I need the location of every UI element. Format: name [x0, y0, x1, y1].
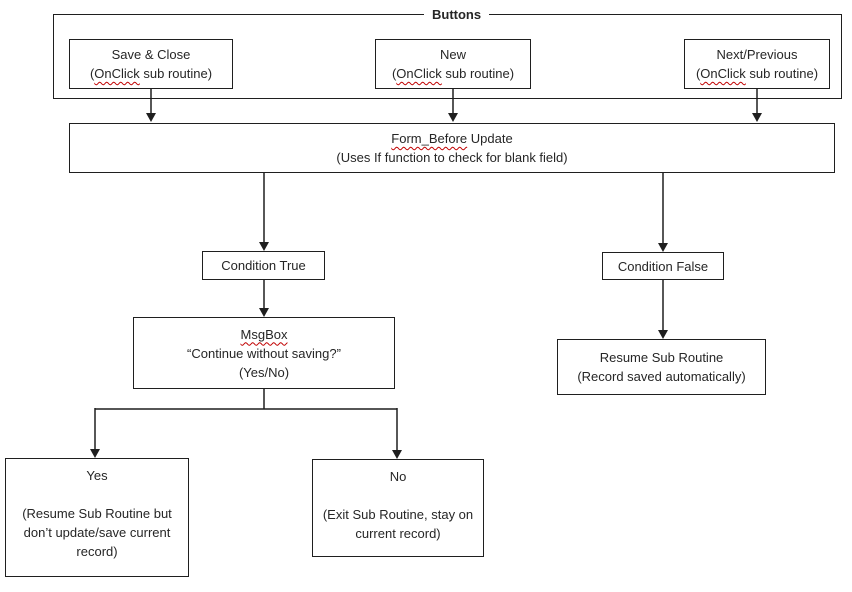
msgbox-question: “Continue without saving?”: [187, 345, 341, 361]
arrow-form-to-condition-true: [259, 173, 269, 251]
misspelled-word: MsgBox: [240, 326, 288, 342]
node-resume-sub-routine: Resume Sub Routine (Record saved automat…: [557, 339, 766, 395]
arrow-condition-false-to-resume: [658, 280, 668, 339]
node-title: Resume Sub Routine: [599, 350, 724, 365]
node-title: No: [389, 469, 407, 484]
misspelled-word: OnClick: [396, 66, 442, 81]
node-no: No (Exit Sub Routine, stay on current re…: [312, 459, 484, 557]
misspelled-word: OnClick: [700, 66, 746, 81]
arrow-form-to-condition-false: [658, 173, 668, 252]
arrow-branch-to-no: [392, 408, 402, 459]
node-title: Save & Close: [111, 47, 191, 62]
node-save-close: Save & Close (OnClick sub routine): [69, 39, 233, 89]
node-title: Yes: [86, 468, 108, 483]
node-next-previous: Next/Previous (OnClick sub routine): [684, 39, 830, 89]
node-subtitle: (Record saved automatically): [577, 369, 746, 384]
arrow-branch-to-yes: [90, 408, 100, 458]
node-subtitle: (Uses If function to check for blank fie…: [336, 150, 568, 165]
node-title: New: [439, 47, 466, 62]
buttons-group-title: Buttons: [424, 5, 490, 24]
node-condition-false: Condition False: [602, 252, 724, 280]
node-body: (Resume Sub Routine but don’t update/sav…: [22, 506, 172, 559]
node-title: Form_Before Update: [391, 131, 513, 146]
node-subtitle: (OnClick sub routine): [695, 66, 819, 81]
node-title: Condition False: [617, 258, 709, 274]
node-msgbox: MsgBox “Continue without saving?” (Yes/N…: [133, 317, 395, 389]
node-form-before-update: Form_Before Update (Uses If function to …: [69, 123, 835, 173]
node-yes: Yes (Resume Sub Routine but don’t update…: [5, 458, 189, 577]
misspelled-word: OnClick: [94, 66, 140, 81]
node-new: New (OnClick sub routine): [375, 39, 531, 89]
node-condition-true: Condition True: [202, 251, 325, 280]
node-subtitle: (OnClick sub routine): [391, 66, 515, 81]
msgbox-options: (Yes/No): [238, 364, 290, 380]
connector-msgbox-branch: [95, 389, 397, 410]
misspelled-word: Form_Before: [391, 131, 468, 146]
node-body: (Exit Sub Routine, stay on current recor…: [322, 507, 474, 541]
node-subtitle: (OnClick sub routine): [89, 66, 213, 81]
node-title: Condition True: [221, 258, 306, 273]
node-title: Next/Previous: [716, 47, 798, 62]
arrow-condition-true-to-msgbox: [259, 280, 269, 317]
